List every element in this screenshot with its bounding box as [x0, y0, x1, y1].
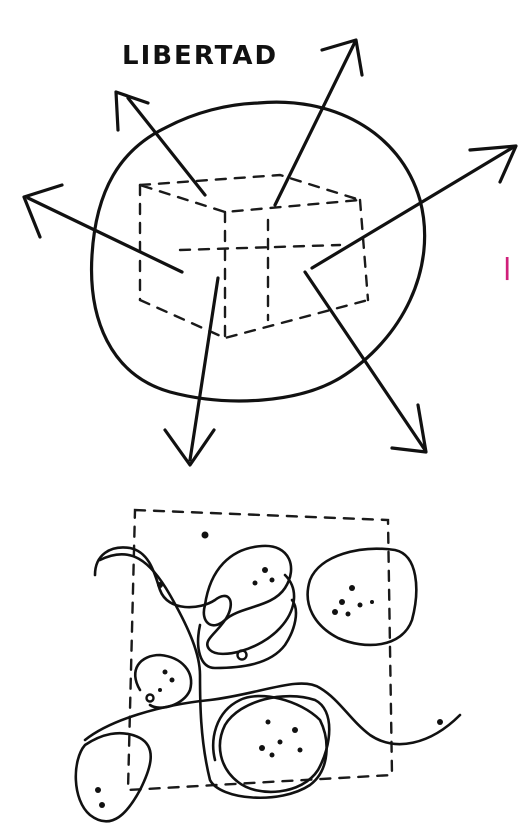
libertad-label: LIBERTAD [122, 41, 278, 71]
blob-lower-left [76, 733, 151, 821]
blob-middle-left [135, 655, 191, 708]
blob-right [308, 549, 417, 645]
blob-lower-middle [220, 696, 329, 792]
margin-note: l [503, 253, 511, 288]
blob-top-middle [204, 546, 291, 625]
swoosh-right [85, 684, 460, 745]
arrow-up-right [275, 40, 362, 205]
arrow-up-left [116, 92, 205, 195]
arrow-right [312, 146, 516, 268]
arrow-down-left [165, 278, 218, 465]
top-sketch: LIBERTAD [24, 40, 516, 465]
bottom-sketch [76, 510, 460, 821]
arrow-down-right [305, 272, 426, 452]
